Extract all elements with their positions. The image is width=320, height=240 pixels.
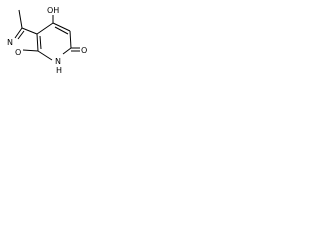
bond-c3-n2 <box>14 27 23 39</box>
hydroxyl-label: OH <box>47 6 59 15</box>
bond-c3-c3a <box>21 27 38 35</box>
bond-o1-c7a <box>22 49 39 52</box>
bond-c4-c5-double <box>54 26 69 35</box>
molecule-drawing: OH N O N H O <box>7 6 87 75</box>
bond-c4-c5 <box>52 22 71 32</box>
bond-c3a-c7a-double <box>39 35 42 50</box>
amide-nitrogen-label: N <box>55 57 61 66</box>
structure-diagram: OH N O N H O <box>0 0 95 85</box>
carbonyl-oxygen-label: O <box>81 46 87 55</box>
bond-methyl <box>18 9 23 29</box>
bond-c3-n2-double <box>17 30 25 40</box>
bond-c5-c6 <box>69 30 72 49</box>
bond-c6-n7 <box>62 47 72 55</box>
bond-c3a-c4 <box>36 22 54 35</box>
bond-c3a-c7a <box>36 33 39 52</box>
ring-nitrogen-label: N <box>7 38 13 47</box>
amide-hydrogen-label: H <box>56 66 62 75</box>
ring-oxygen-label: O <box>15 48 21 57</box>
bond-c7a-n7 <box>37 50 53 61</box>
